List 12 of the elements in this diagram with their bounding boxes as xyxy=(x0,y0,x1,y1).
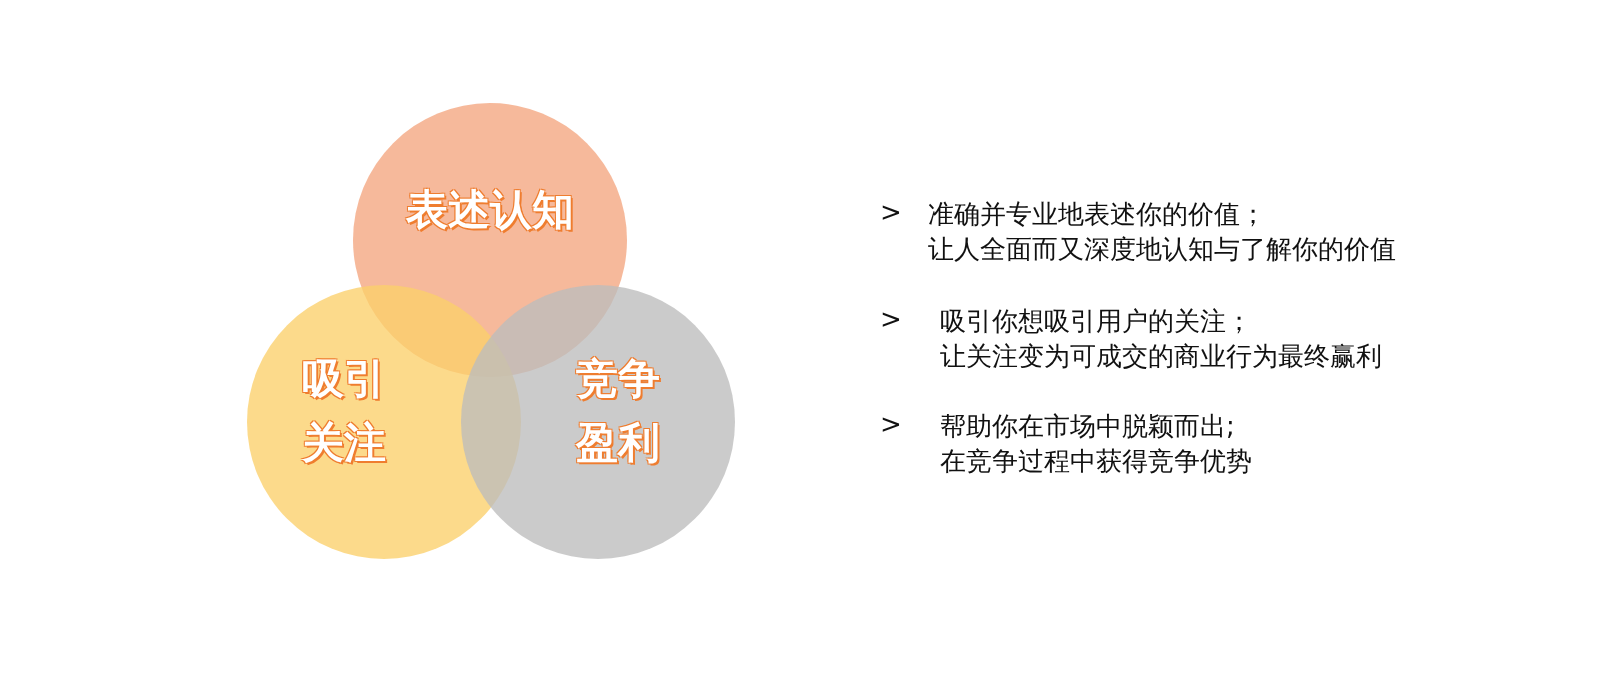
description-text: 准确并专业地表述你的价值； xyxy=(928,198,1266,231)
description-text: 吸引你想吸引用户的关注； xyxy=(940,305,1252,338)
circle-label: 吸引关注 xyxy=(300,353,387,469)
description-text: 在竞争过程中获得竞争优势 xyxy=(940,445,1252,478)
description-text: 让人全面而又深度地认知与了解你的价值 xyxy=(928,233,1396,266)
bullet-marker: > xyxy=(880,304,902,334)
circle-label: 竞争盈利 xyxy=(574,353,661,469)
description-text: 帮助你在市场中脱颖而出; xyxy=(940,410,1235,443)
bullet-marker: > xyxy=(880,197,902,227)
description-text: 让关注变为可成交的商业行为最终赢利 xyxy=(940,340,1382,373)
bullet-marker: > xyxy=(880,409,902,439)
circle-label: 表述认知 xyxy=(405,184,575,236)
